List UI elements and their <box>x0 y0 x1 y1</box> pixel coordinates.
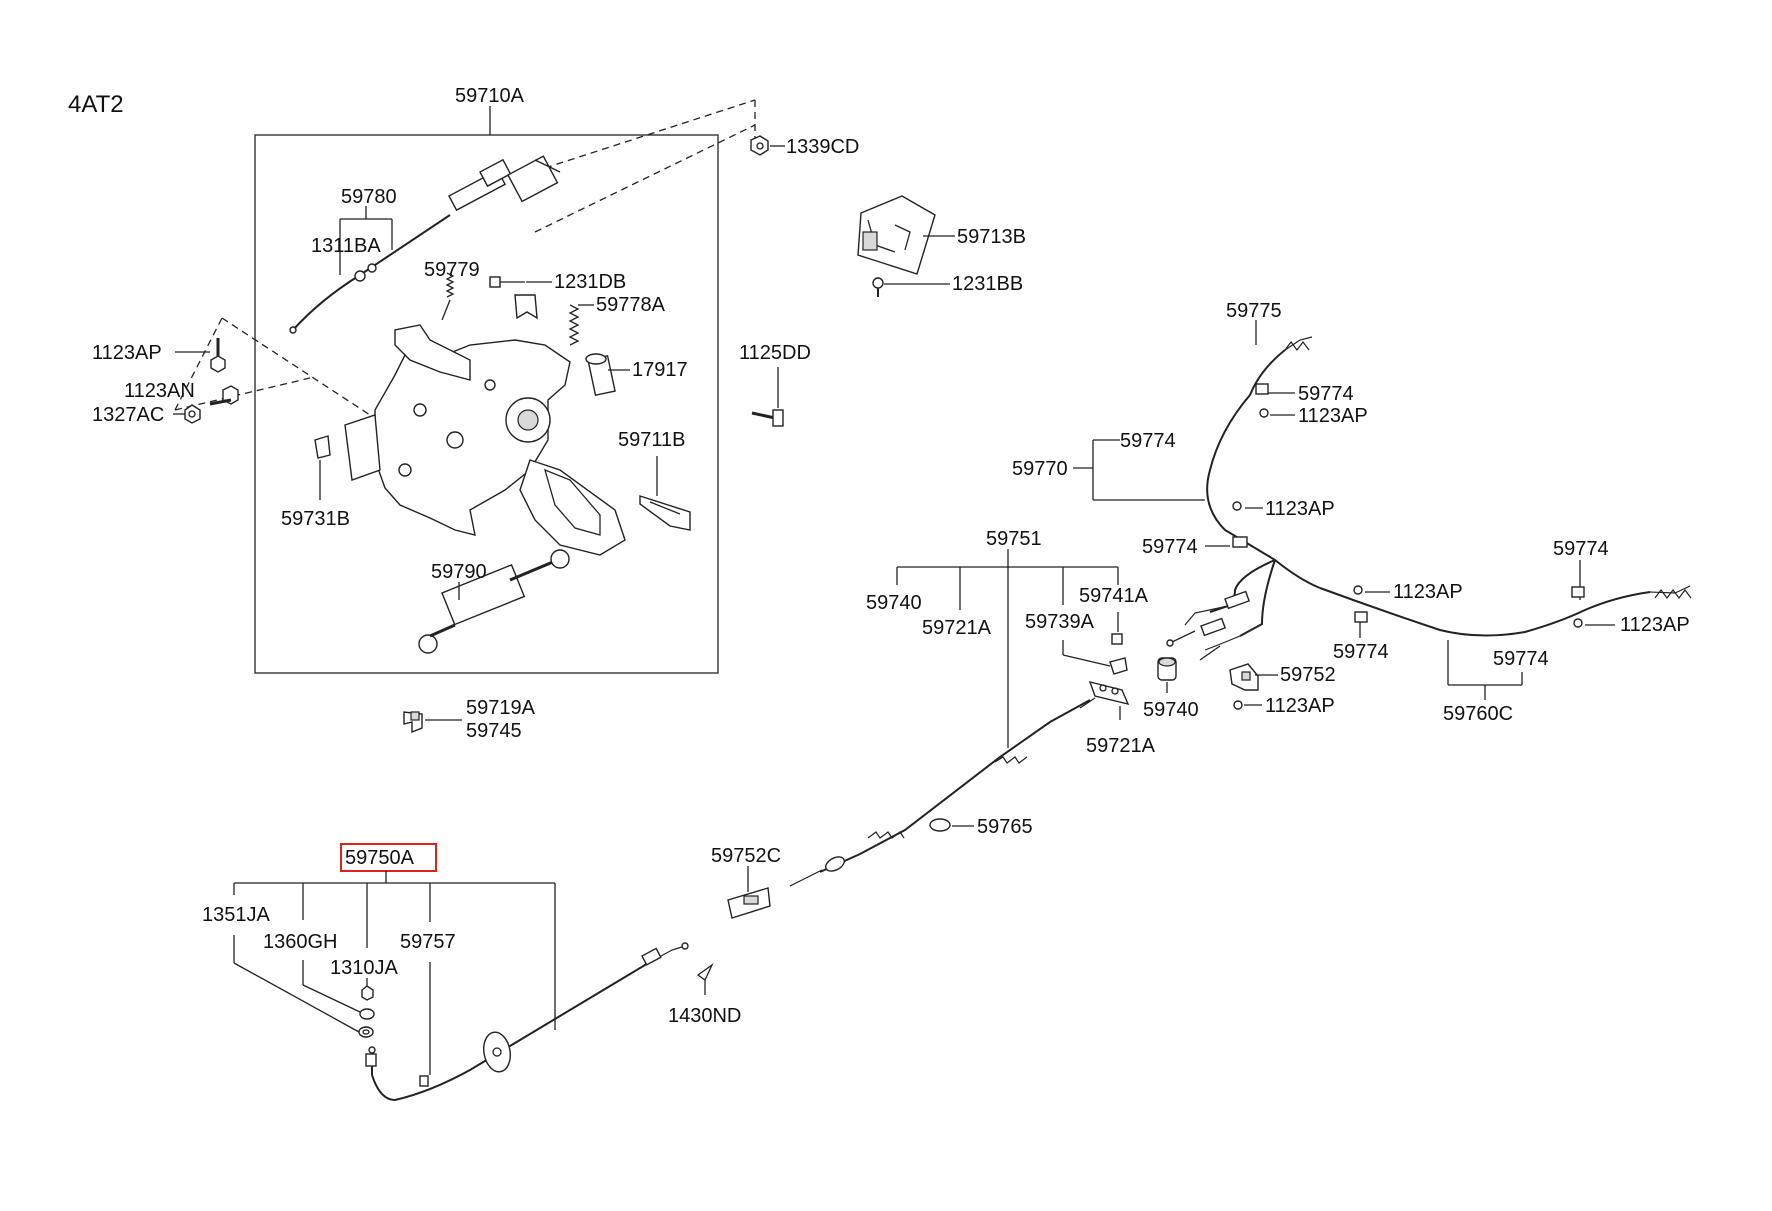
part-label-59721A-b[interactable]: 59721A <box>1086 735 1156 757</box>
part-label-59739A[interactable]: 59739A <box>1025 611 1095 633</box>
part-label-59757[interactable]: 59757 <box>400 931 456 953</box>
rear-cable-59770-icon <box>1166 336 1321 661</box>
equalizer-59721A-icon <box>1088 681 1130 706</box>
part-label-59731B[interactable]: 59731B <box>281 508 350 530</box>
part-label-59770[interactable]: 59770 <box>1012 458 1068 480</box>
nut-1310JA-icon <box>361 985 374 1001</box>
part-label-1123AP-left[interactable]: 1123AP <box>92 342 162 364</box>
part-label-59775[interactable]: 59775 <box>1226 300 1282 322</box>
projection-line <box>174 377 311 411</box>
part-label-59774-f[interactable]: 59774 <box>1493 648 1549 670</box>
cable-59750A-icon <box>365 942 689 1102</box>
part-label-59765[interactable]: 59765 <box>977 816 1033 838</box>
screw-1231BB-icon <box>872 277 884 297</box>
projection-line <box>534 124 756 233</box>
pedal-assembly-frame <box>254 134 719 674</box>
model-code: 4AT2 <box>68 91 124 118</box>
bolt-1123AN-icon <box>209 385 239 406</box>
part-label-59752C[interactable]: 59752C <box>711 845 781 867</box>
leader-59779 <box>441 299 451 321</box>
part-label-1360GH[interactable]: 1360GH <box>263 931 338 953</box>
bolt-1231DB-icon <box>489 276 538 320</box>
part-label-59721A-a[interactable]: 59721A <box>922 617 992 639</box>
bolt-1125DD-icon <box>751 409 784 427</box>
grommet-59765-icon <box>929 818 951 832</box>
clip-1430ND-icon <box>696 963 714 981</box>
part-label-59713B[interactable]: 59713B <box>957 226 1026 248</box>
part-label-59752[interactable]: 59752 <box>1280 664 1336 686</box>
part-label-1231BB[interactable]: 1231BB <box>952 273 1023 295</box>
bolt-1123AP-icon <box>210 338 226 373</box>
selected-part-highlight <box>340 843 437 872</box>
part-label-59774-c[interactable]: 59774 <box>1142 536 1198 558</box>
part-label-1123AP-c[interactable]: 1123AP <box>1265 498 1335 520</box>
part-label-59760C[interactable]: 59760C <box>1443 703 1513 725</box>
part-label-1311BA[interactable]: 1311BA <box>311 235 381 257</box>
part-label-1430ND[interactable]: 1430ND <box>668 1005 741 1027</box>
spring-59778A-icon <box>568 304 580 346</box>
leader-59739A <box>1062 654 1111 667</box>
part-label-59711B[interactable]: 59711B <box>618 429 685 451</box>
leader-1351JA <box>233 962 360 1033</box>
part-label-59740-a[interactable]: 59740 <box>866 592 922 614</box>
washer-1351JA-icon <box>358 1026 374 1038</box>
bracket-59752C-icon <box>727 887 771 919</box>
clip-59719A-icon <box>403 711 423 734</box>
part-label-59778A[interactable]: 59778A <box>596 294 666 316</box>
clip-59774-icon <box>1232 383 1585 623</box>
part-label-1123AN[interactable]: 1123AN <box>124 380 195 402</box>
nut-1327AC-icon <box>184 404 201 424</box>
projection-line <box>174 317 223 411</box>
bolt-1123AP-icon <box>1232 408 1583 710</box>
bushing-59740-icon <box>1157 657 1177 681</box>
part-label-59745[interactable]: 59745 <box>466 720 522 742</box>
part-label-1123AP-e[interactable]: 1123AP <box>1620 614 1690 636</box>
rear-cable-59760C-icon <box>1284 341 1692 637</box>
part-label-59780[interactable]: 59780 <box>341 186 397 208</box>
part-label-59750A[interactable]: 59750A <box>345 847 415 869</box>
bumper-17917-icon <box>585 353 616 397</box>
part-label-1310JA[interactable]: 1310JA <box>330 957 398 979</box>
leader-1360GH <box>302 984 361 1013</box>
part-label-1339CD[interactable]: 1339CD <box>786 136 859 158</box>
part-label-1125DD[interactable]: 1125DD <box>739 342 811 364</box>
part-label-59774-e[interactable]: 59774 <box>1553 538 1609 560</box>
washer-1360GH-icon <box>359 1008 375 1020</box>
part-label-59710A[interactable]: 59710A <box>455 85 525 107</box>
part-label-1231DB[interactable]: 1231DB <box>554 271 626 293</box>
pedal-bracket-icon <box>344 324 626 556</box>
part-label-17917[interactable]: 17917 <box>632 359 688 381</box>
part-label-59774-d[interactable]: 59774 <box>1333 641 1389 663</box>
part-label-59741A[interactable]: 59741A <box>1079 585 1149 607</box>
part-label-59779[interactable]: 59779 <box>424 259 480 281</box>
gas-strut-59790-icon <box>418 549 570 654</box>
nut-1339CD-icon <box>750 135 769 156</box>
stopper-59731B-icon <box>314 435 331 459</box>
part-label-59751[interactable]: 59751 <box>986 528 1042 550</box>
projection-line <box>544 99 756 169</box>
bracket-59752-icon <box>1229 663 1259 691</box>
part-label-1327AC[interactable]: 1327AC <box>92 404 164 426</box>
part-label-1123AP-b[interactable]: 1123AP <box>1298 405 1368 427</box>
clip-59739A-icon <box>1109 657 1128 675</box>
pedal-pad-59711B-icon <box>639 495 691 531</box>
pedal-cable-59780-icon <box>289 155 561 334</box>
cover-59713B-icon <box>857 195 936 275</box>
part-label-59719A[interactable]: 59719A <box>466 697 536 719</box>
part-label-59774-a[interactable]: 59774 <box>1298 383 1354 405</box>
front-cable-59751-icon <box>789 697 1096 887</box>
spring-59779-icon <box>445 272 455 298</box>
part-label-59790[interactable]: 59790 <box>431 561 487 583</box>
projection-line <box>221 317 371 416</box>
part-label-59740-b[interactable]: 59740 <box>1143 699 1199 721</box>
part-label-1123AP-d[interactable]: 1123AP <box>1393 581 1463 603</box>
nut-59741A-icon <box>1111 633 1123 645</box>
part-label-59774-b[interactable]: 59774 <box>1120 430 1176 452</box>
part-label-1351JA[interactable]: 1351JA <box>202 904 270 926</box>
part-label-1123AP-f[interactable]: 1123AP <box>1265 695 1335 717</box>
